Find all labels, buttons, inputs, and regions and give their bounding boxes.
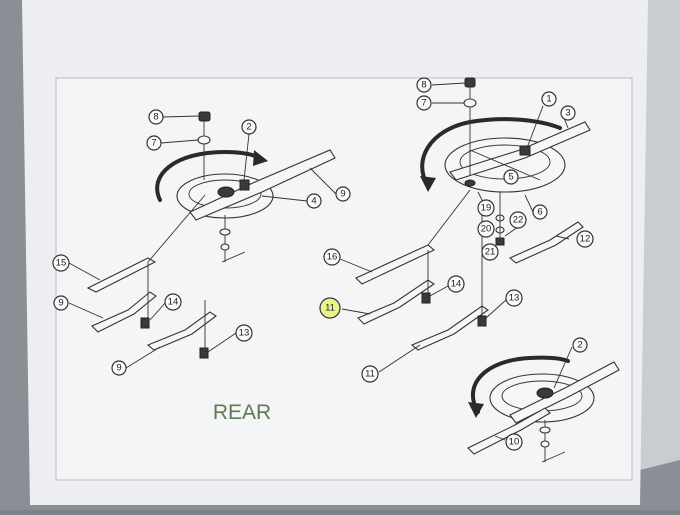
bottom-blade-10 [467, 407, 551, 455]
bottom-arrow-head [468, 402, 484, 418]
svg-text:9: 9 [340, 189, 345, 200]
svg-text:9: 9 [58, 298, 63, 309]
svg-text:7: 7 [151, 138, 156, 149]
left-nut [198, 111, 211, 122]
svg-text:14: 14 [451, 279, 462, 290]
callout-right-6: 6 [532, 204, 548, 220]
left-top-blade [189, 149, 336, 221]
right-arrow-head [420, 176, 436, 192]
left-blade-9a [91, 291, 157, 333]
leader-lines [68, 82, 573, 441]
svg-text:20: 20 [481, 224, 492, 235]
right-blade-11b [410, 305, 489, 351]
right-blade-12 [508, 221, 584, 264]
callout-left-15: 15 [52, 254, 70, 272]
callout-left-9-top: 9 [335, 186, 351, 202]
right-assembly [355, 77, 591, 351]
rear-label: REAR [213, 401, 271, 424]
callout-right-19: 19 [477, 199, 495, 217]
left-small-washer [220, 243, 230, 251]
svg-text:5: 5 [508, 172, 513, 183]
callout-right-1: 1 [541, 91, 557, 107]
left-hub-bolt [239, 179, 250, 191]
right-hub [464, 179, 476, 187]
left-rotation-arrow [155, 149, 264, 202]
svg-text:2: 2 [577, 340, 582, 351]
callout-left-9-mid: 9 [53, 295, 69, 311]
callout-left-14: 14 [164, 293, 182, 311]
right-bolt-14 [421, 292, 431, 304]
callout-right-12: 12 [576, 230, 594, 248]
left-assembly [86, 111, 336, 359]
svg-text:19: 19 [481, 203, 492, 214]
svg-text:2: 2 [246, 122, 251, 133]
left-pin [221, 251, 246, 263]
right-blade-16 [355, 244, 436, 285]
svg-text:13: 13 [239, 328, 250, 339]
right-nut [464, 77, 476, 88]
callout-bottom-2: 2 [572, 337, 588, 353]
callout-bottom-10: 10 [505, 433, 523, 451]
callout-right-21: 21 [481, 243, 499, 261]
left-hub [217, 186, 235, 198]
svg-text:22: 22 [513, 215, 524, 226]
left-blade-9b [146, 311, 217, 351]
svg-text:8: 8 [153, 112, 158, 123]
callout-right-22: 22 [509, 211, 527, 229]
bottom-top-blade [509, 361, 620, 424]
callout-right-7: 7 [416, 95, 432, 111]
callout-right-11-bot: 11 [361, 365, 379, 383]
svg-text:15: 15 [56, 258, 67, 269]
bottom-rotation-arrow [471, 355, 570, 414]
svg-text:14: 14 [168, 297, 179, 308]
callout-left-2: 2 [241, 119, 257, 135]
svg-text:12: 12 [580, 234, 591, 245]
svg-text:9: 9 [116, 363, 121, 374]
bottom-hub [536, 387, 554, 399]
left-arrow-head [253, 150, 268, 166]
svg-text:4: 4 [311, 196, 316, 207]
left-bolt-14 [140, 317, 150, 329]
callout-right-8: 8 [416, 77, 432, 93]
svg-text:13: 13 [509, 293, 520, 304]
right-bolt-13 [477, 315, 487, 327]
left-bolt-13 [199, 347, 209, 359]
svg-text:7: 7 [421, 98, 426, 109]
callout-right-14: 14 [447, 275, 465, 293]
callout-left-9-bot: 9 [111, 360, 127, 376]
callout-right-13: 13 [505, 289, 523, 307]
callout-right-3: 3 [560, 105, 576, 121]
callout-left-13: 13 [235, 324, 253, 342]
svg-text:16: 16 [327, 252, 338, 263]
callout-left-7: 7 [146, 135, 162, 151]
callout-right-5: 5 [503, 169, 519, 185]
right-washer [463, 98, 477, 108]
svg-text:8: 8 [421, 80, 426, 91]
bottom-assembly [467, 355, 620, 463]
svg-text:6: 6 [537, 207, 542, 218]
svg-text:1: 1 [546, 94, 551, 105]
left-spacer [219, 228, 231, 236]
callout-right-11-mid: 11 [319, 297, 341, 319]
callout-right-16: 16 [323, 248, 341, 266]
right-hub-bolt [519, 145, 531, 156]
left-blade-15 [86, 257, 157, 293]
callout-left-4: 4 [306, 193, 322, 209]
right-blade-11a [357, 279, 435, 325]
callout-left-8: 8 [148, 109, 164, 125]
svg-text:21: 21 [485, 247, 496, 258]
svg-text:11: 11 [325, 303, 335, 314]
callout-right-20: 20 [477, 220, 495, 238]
svg-text:10: 10 [509, 437, 520, 448]
svg-text:3: 3 [565, 108, 570, 119]
left-washer [197, 135, 211, 145]
svg-text:11: 11 [365, 369, 375, 380]
